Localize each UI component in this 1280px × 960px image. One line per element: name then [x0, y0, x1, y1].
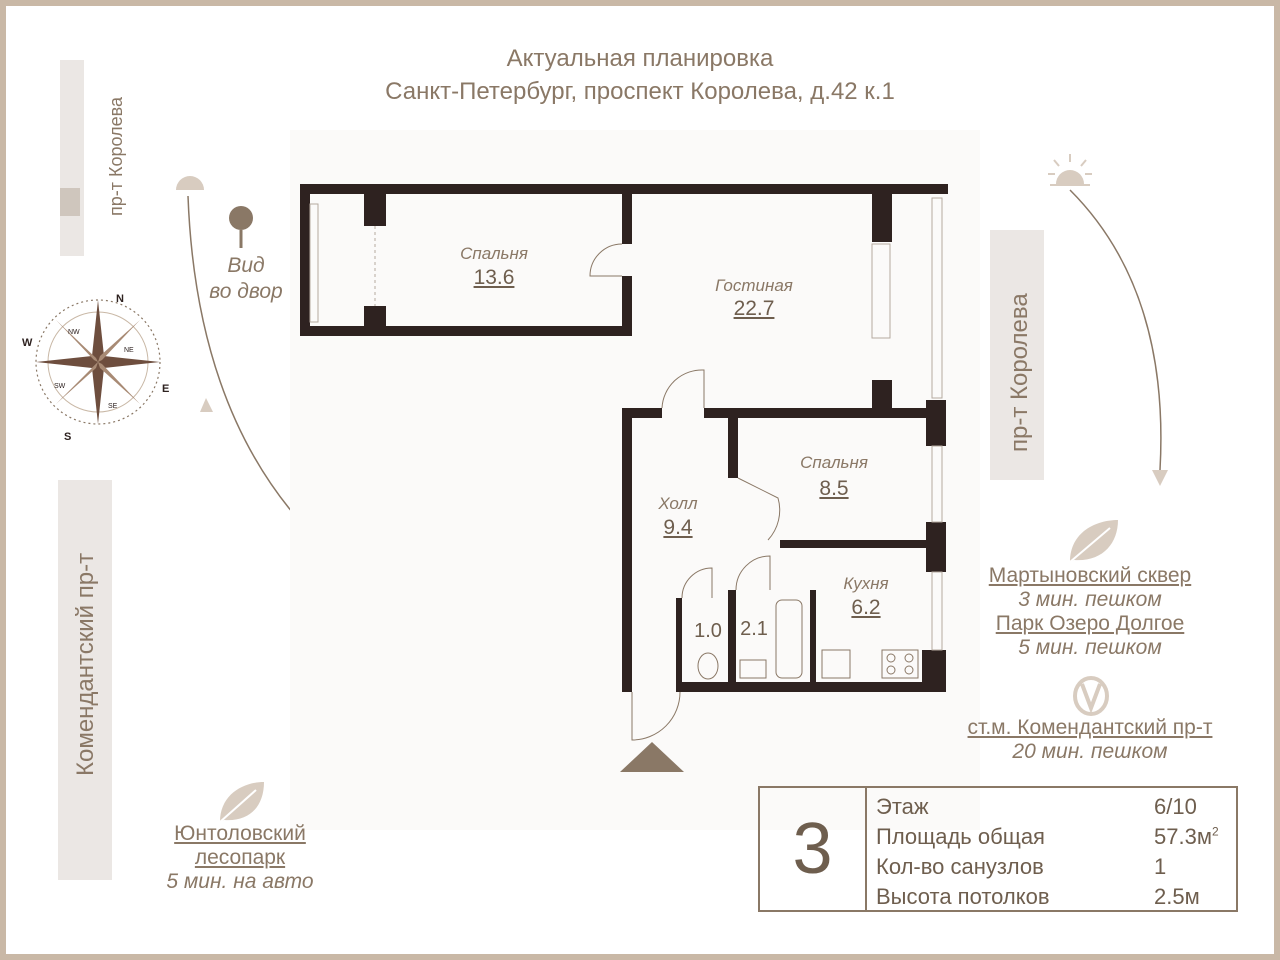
floor-value: 6/10 [1154, 794, 1197, 819]
plan-address: Санкт-Петербург, проспект Королева, д.42… [385, 78, 895, 105]
view-line1: Вид [227, 254, 265, 277]
rooms-count: 3 [760, 788, 867, 910]
compass-sw: SW [54, 383, 66, 390]
room-area-bedroom-2: 8.5 [819, 477, 849, 500]
leaf-icon [1069, 520, 1118, 563]
poi-metro: ст.м. Комендантский пр-т 20 мин. пешком [930, 716, 1250, 764]
room-area-living: 22.7 [733, 297, 775, 320]
plan-title: Актуальная планировка [506, 45, 774, 72]
poi-forest: Юнтоловский лесопарк 5 мин. на авто [80, 822, 400, 894]
poi-forest-name-2[interactable]: лесопарк [194, 846, 286, 869]
metro-icon [1073, 676, 1109, 716]
compass-rose: N E S W NW NE SE SW [22, 293, 169, 443]
sunrise-icon [1048, 154, 1092, 186]
area-unit-sup: 2 [1211, 824, 1219, 839]
poi-park-2-time: 5 мин. пешком [1018, 636, 1162, 659]
area-value-number: 57.3м [1154, 824, 1212, 849]
street-block-right [990, 230, 1044, 480]
room-name-hall: Холл [658, 494, 698, 513]
view-line2: во двор [209, 280, 283, 303]
compass-w: W [22, 337, 33, 349]
sunset-icon [176, 176, 204, 190]
room-area-bathroom: 2.1 [740, 618, 768, 640]
leaf-icon-forest [219, 782, 264, 823]
poi-park-1-name[interactable]: Мартыновский сквер [988, 564, 1192, 587]
floor-label: Этаж [876, 794, 929, 819]
street-block-notch [60, 188, 80, 216]
bath-value: 1 [1154, 854, 1167, 879]
poi-forest-time: 5 мин. на авто [166, 870, 314, 893]
street-block-top-left [60, 60, 84, 256]
street-block-left [58, 480, 112, 880]
room-name-bedroom-2: Спальня [800, 453, 868, 472]
height-value: 2.5м [1154, 884, 1200, 909]
room-area-hall: 9.4 [663, 516, 693, 539]
compass-e: E [162, 383, 169, 395]
area-value: 57.3м2 [1154, 824, 1219, 850]
location-pin-icon [229, 206, 253, 248]
compass-s: S [64, 431, 71, 443]
area-label: Площадь общая [876, 824, 1045, 849]
poi-park-2-name[interactable]: Парк Озеро Долгое [995, 612, 1185, 635]
bath-label: Кол-во санузлов [876, 854, 1044, 879]
compass-ne: NE [124, 347, 134, 354]
room-area-bedroom-1: 13.6 [473, 266, 515, 289]
poi-park-1: Мартыновский сквер 3 мин. пешком Парк Оз… [930, 564, 1250, 660]
compass-nw: NW [68, 329, 80, 336]
room-name-living: Гостиная [715, 276, 793, 295]
poi-park-1-time: 3 мин. пешком [1018, 588, 1162, 611]
room-name-kitchen: Кухня [843, 574, 889, 593]
poi-metro-name[interactable]: ст.м. Комендантский пр-т [967, 716, 1213, 739]
room-name-bedroom-1: Спальня [460, 244, 528, 263]
poi-metro-time: 20 мин. пешком [1012, 740, 1168, 763]
room-area-kitchen: 6.2 [851, 596, 881, 619]
poi-forest-name-1[interactable]: Юнтоловский [174, 822, 306, 845]
height-label: Высота потолков [876, 884, 1050, 909]
apartment-info-box: 3 Этаж 6/10 Площадь общая 57.3м2 Кол-во … [758, 786, 1238, 912]
room-area-wc: 1.0 [694, 620, 722, 642]
compass-se: SE [108, 403, 118, 410]
compass-n: N [116, 293, 124, 305]
